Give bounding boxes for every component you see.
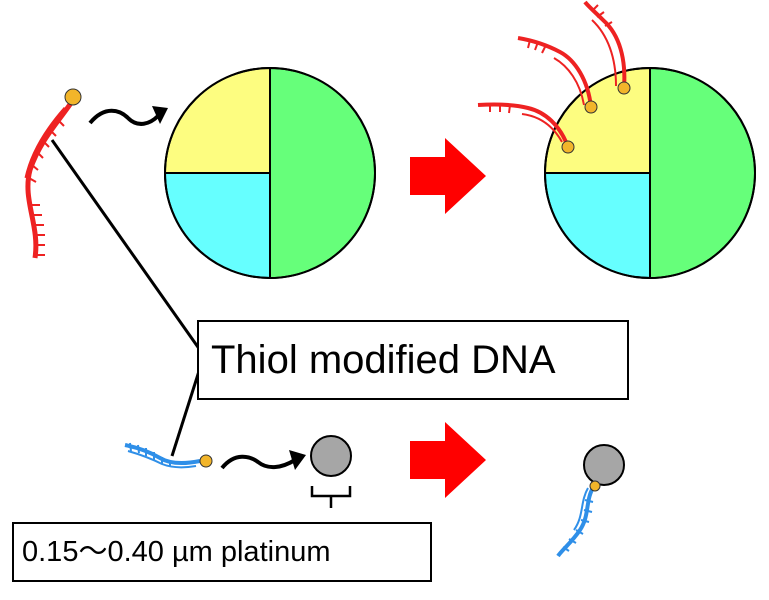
size-bracket-icon — [310, 486, 352, 508]
connector-line-top — [50, 139, 202, 351]
particle-size-label: 0.15〜0.40 µm platinum — [12, 522, 432, 582]
thiol-dots-attached — [561, 81, 631, 154]
quadrant-particle-right — [543, 66, 756, 280]
platinum-particle — [583, 444, 625, 486]
reaction-arrow-icon — [410, 138, 486, 214]
platinum-particle-with-dna — [556, 444, 625, 558]
thiol-dot-icon — [561, 140, 575, 154]
thiol-dot-icon — [617, 81, 631, 95]
thiol-dot-icon — [584, 100, 598, 114]
blue-dna-strand — [124, 442, 213, 469]
curved-arrow-icon — [220, 450, 306, 470]
attached-dna-strands — [477, 0, 627, 148]
thiol-dot-icon — [589, 480, 601, 492]
thiol-dot-icon — [64, 88, 82, 106]
connector-lines — [50, 139, 202, 457]
reaction-arrow-icon — [410, 422, 486, 498]
platinum-particle — [310, 435, 352, 477]
thiol-dna-label: Thiol modified DNA — [197, 320, 629, 400]
connector-line-bottom — [170, 367, 202, 457]
thiol-dot-icon — [199, 454, 213, 468]
curved-arrow-icon — [88, 106, 168, 126]
red-dna-strand-top-left — [24, 88, 82, 259]
quadrant-particle-left — [163, 66, 376, 280]
